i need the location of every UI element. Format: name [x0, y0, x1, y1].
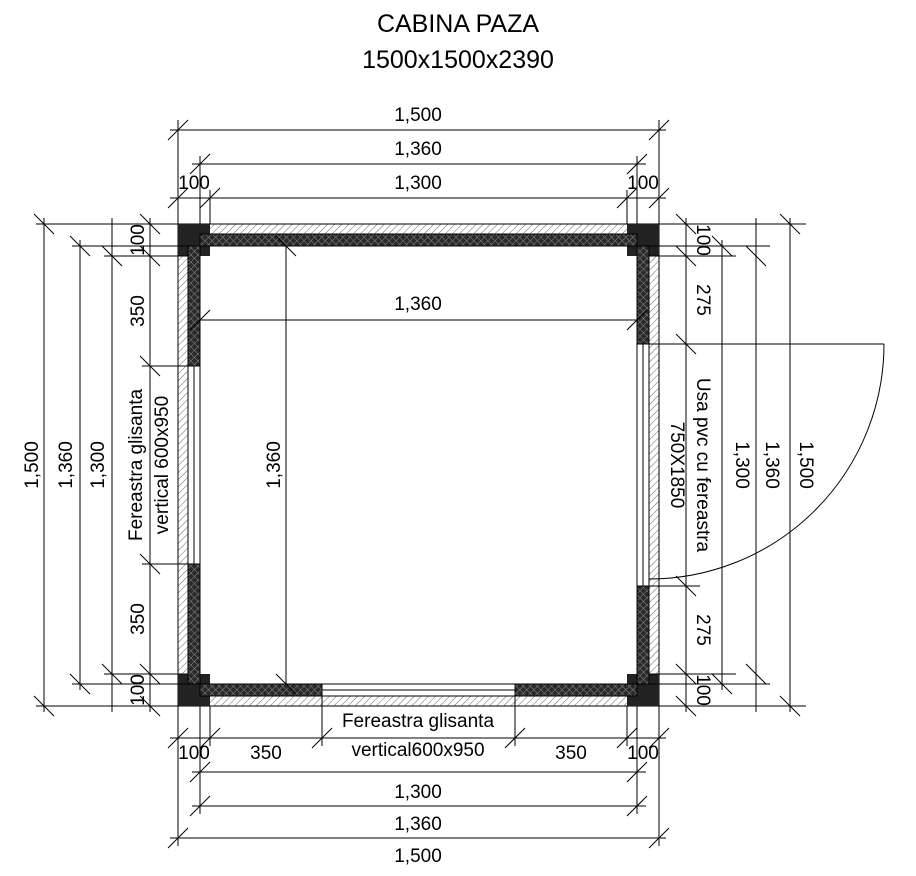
dim-left-clear: 1,300 [88, 441, 109, 489]
dim-left-wall-bottom: 100 [128, 674, 149, 706]
dim-right-clear: 1,300 [731, 441, 752, 489]
dim-interior-vertical: 1,360 [264, 441, 285, 489]
dim-top-wall-right: 100 [627, 173, 659, 194]
openings [187, 343, 650, 697]
dim-right-seg-bottom: 275 [692, 614, 713, 646]
dimension-labels-bottom: 100 350 350 100 1,300 1,360 1,500 Fereas… [178, 711, 659, 867]
dim-top-wall-left: 100 [178, 173, 210, 194]
dim-right-wall-top: 100 [692, 224, 713, 256]
dimension-lines [33, 119, 806, 849]
dim-top-inner: 1,360 [394, 139, 442, 160]
dim-right-total: 1,500 [795, 441, 816, 489]
dim-bottom-total: 1,500 [394, 846, 442, 867]
dim-right-inner: 1,360 [761, 441, 782, 489]
dim-right-seg-top: 275 [692, 284, 713, 316]
dim-left-seg-top: 350 [128, 295, 149, 327]
drawing-subtitle: 1500x1500x2390 [362, 46, 554, 74]
dim-left-wall-top: 100 [128, 224, 149, 256]
dim-bottom-wall-right: 100 [627, 743, 659, 764]
window-bottom-label-1: Fereastra glisanta [342, 711, 495, 732]
dimension-labels-top: 1,500 1,360 1,300 100 100 [178, 105, 659, 194]
window-bottom-label-2: vertical600x950 [351, 740, 484, 761]
walls [187, 233, 650, 697]
drawing-title: CABINA PAZA [376, 10, 540, 38]
dim-right-wall-bottom: 100 [692, 674, 713, 706]
dim-bottom-seg-left: 350 [250, 743, 282, 764]
dim-left-total: 1,500 [22, 441, 43, 489]
dim-left-seg-bottom: 350 [128, 603, 149, 635]
door-label-2: 750X1850 [666, 422, 687, 509]
dim-interior-horizontal: 1,360 [394, 294, 442, 315]
dim-bottom-seg-right: 350 [555, 743, 587, 764]
door-label-1: Usa pvc cu fereastra [692, 378, 713, 553]
dim-top-clear: 1,300 [394, 173, 442, 194]
dim-bottom-inner: 1,360 [394, 814, 442, 835]
dim-top-total: 1,500 [394, 105, 442, 126]
dimension-labels-left: 1,500 1,360 1,300 100 350 350 100 Fereas… [22, 224, 285, 706]
window-left-label-2: vertical 600x950 [152, 396, 173, 534]
window-left-label-1: Fereastra glisanta [126, 389, 147, 542]
dimension-labels-right: 100 275 275 100 Usa pvc cu fereastra 750… [666, 224, 816, 706]
dim-bottom-clear: 1,300 [394, 782, 442, 803]
dim-left-inner: 1,360 [56, 441, 77, 489]
dim-bottom-wall-left: 100 [178, 743, 210, 764]
